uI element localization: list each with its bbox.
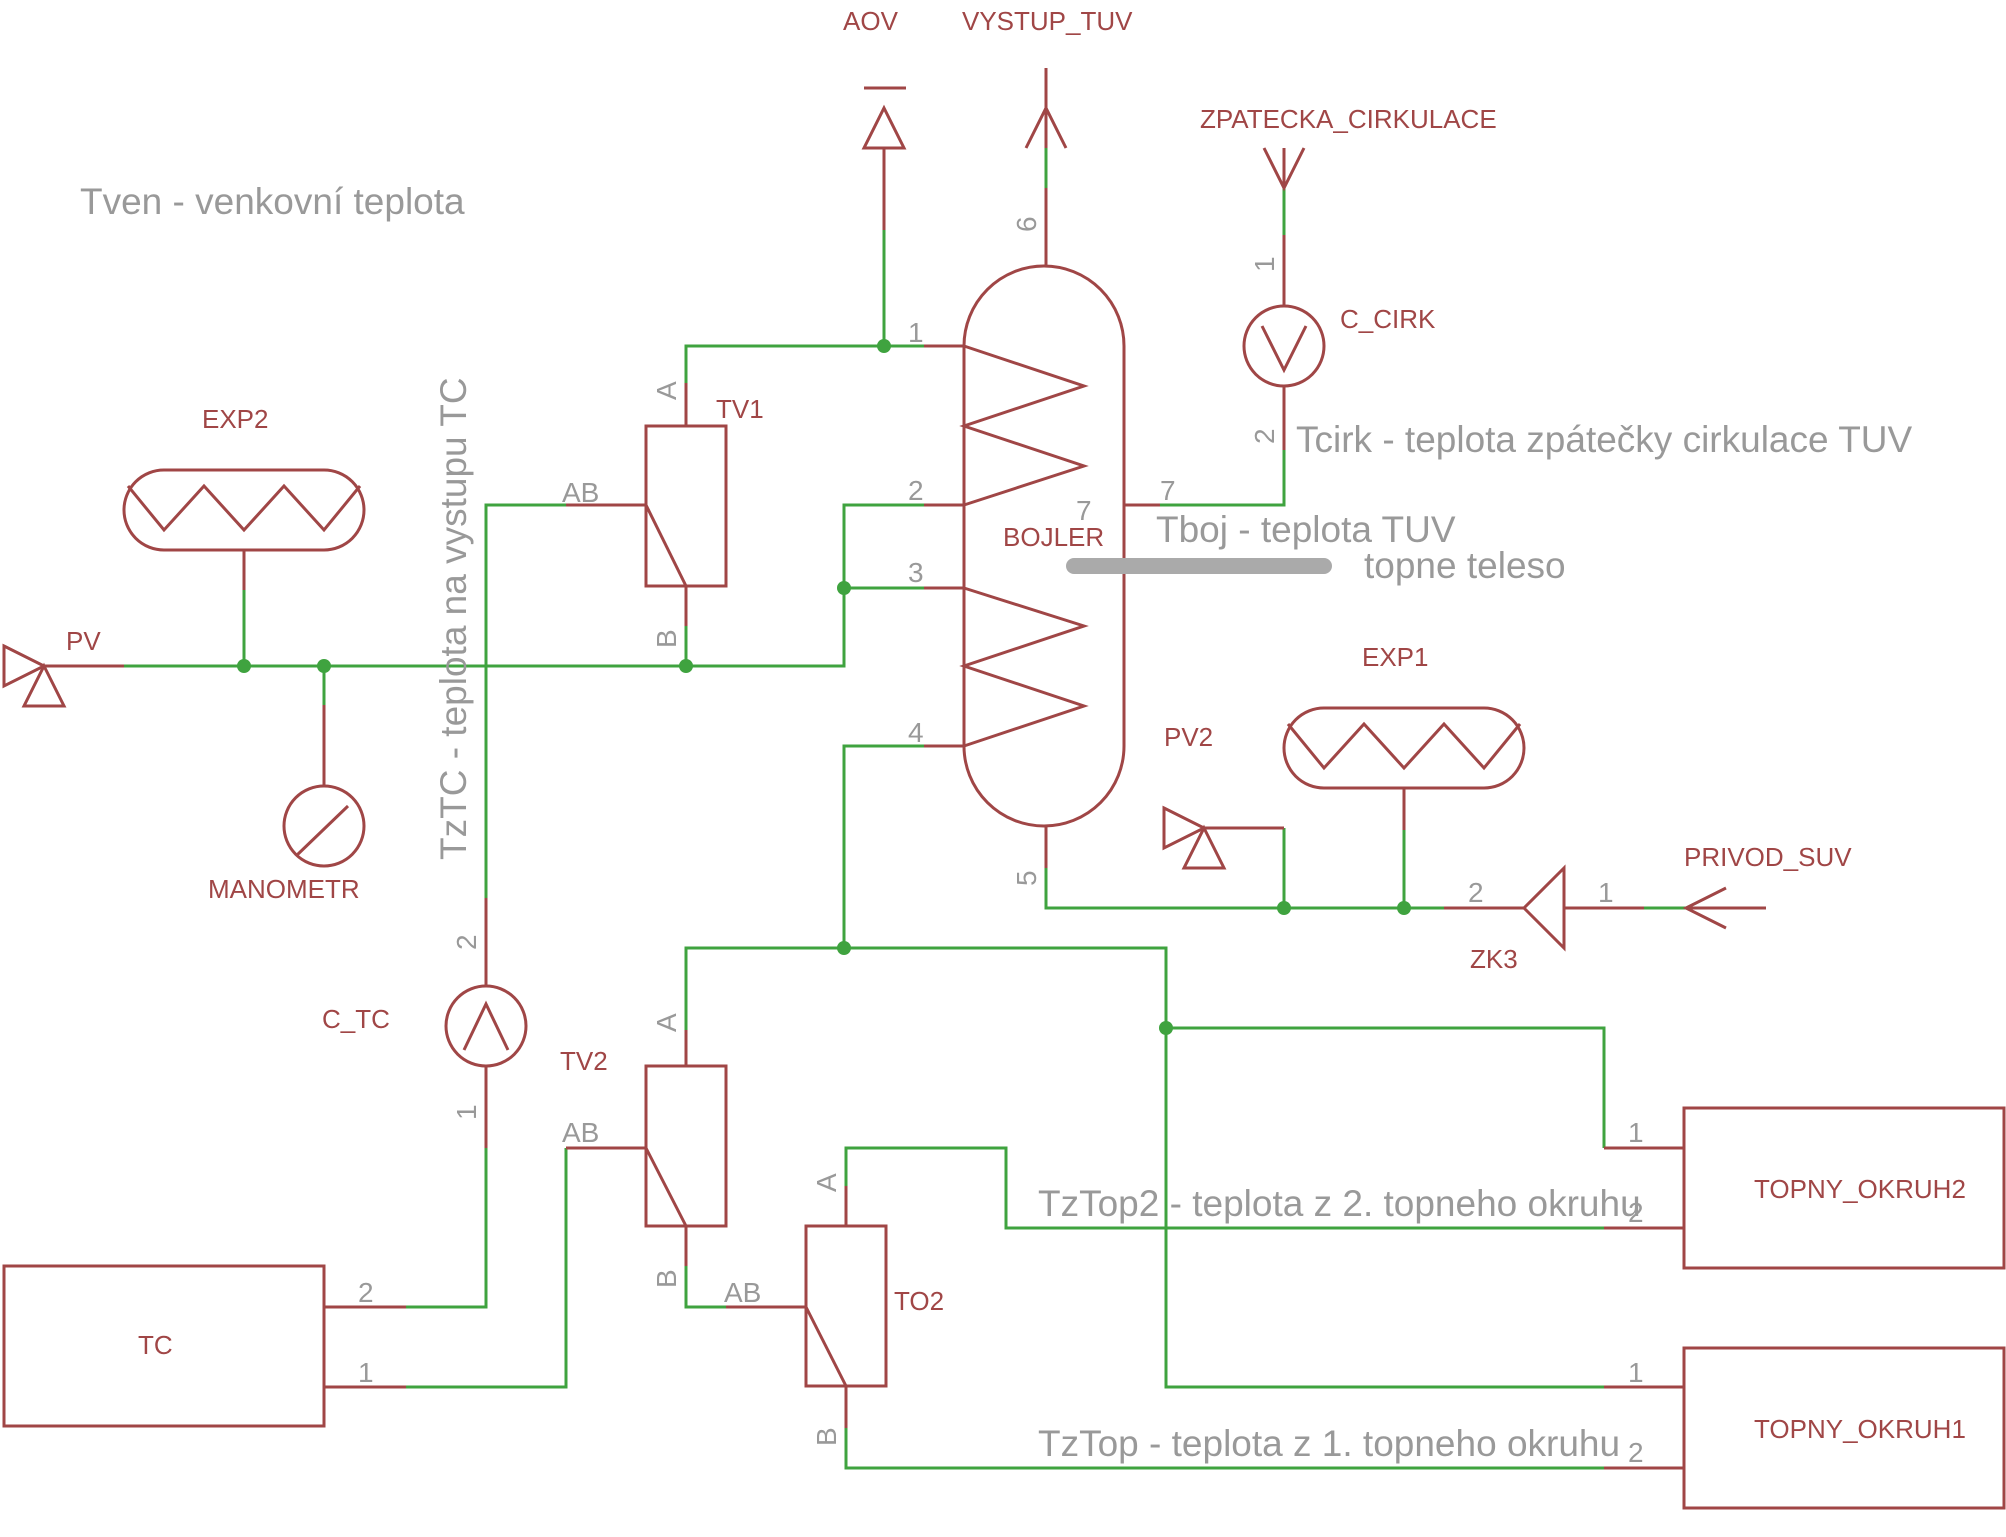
- tv1-symbol: [566, 383, 728, 626]
- note-tztop: TzTop - teplota z 1. topneho okruhu: [1038, 1423, 1620, 1464]
- tc-label: TC: [138, 1330, 173, 1360]
- pin-label: 7: [1076, 495, 1092, 526]
- privod-suv-label: PRIVOD_SUV: [1684, 842, 1852, 872]
- note-topne-teleso: topne teleso: [1364, 545, 1566, 586]
- junction-dots: [237, 339, 1411, 1035]
- topny-okruh2-symbol: [1604, 1106, 2006, 1270]
- pin-label: B: [811, 1427, 842, 1446]
- pin-label: 7: [1160, 475, 1176, 506]
- pin-label: 1: [908, 317, 924, 348]
- pin-label: A: [651, 381, 682, 400]
- topny-okruh1-label: TOPNY_OKRUH1: [1754, 1414, 1966, 1444]
- pin-label: 2: [358, 1277, 374, 1308]
- note-tztop2: TzTop2 - teplota z 2. topneho okruhu: [1038, 1183, 1641, 1224]
- pin-label: 2: [1249, 428, 1280, 444]
- aov-symbol: [861, 86, 907, 230]
- pv-symbol: [2, 643, 124, 708]
- exp1-symbol: [1282, 706, 1526, 830]
- pin-label: AB: [562, 477, 599, 508]
- exp2-label: EXP2: [202, 404, 269, 434]
- pin-label: 4: [908, 717, 924, 748]
- pin-label: B: [651, 629, 682, 648]
- manometr-symbol: [282, 705, 366, 868]
- note-tven: Tven - venkovní teplota: [80, 181, 465, 222]
- to2-symbol: [726, 1186, 888, 1428]
- pin-label: 1: [451, 1104, 482, 1120]
- pin-label: 3: [908, 557, 924, 588]
- topny-okruh2-label: TOPNY_OKRUH2: [1754, 1174, 1966, 1204]
- privod-suv-symbol: [1682, 886, 1766, 930]
- exp1-label: EXP1: [1362, 642, 1429, 672]
- manometr-label: MANOMETR: [208, 874, 360, 904]
- pin-label: 1: [1249, 256, 1280, 272]
- pin-label: 5: [1011, 870, 1042, 886]
- tv2-symbol: [566, 1030, 728, 1266]
- to2-label: TO2: [894, 1286, 944, 1316]
- zk3-symbol: [1444, 864, 1644, 952]
- pin-label: A: [811, 1173, 842, 1192]
- pin-label: 1: [1628, 1357, 1644, 1388]
- pv-label: PV: [66, 626, 101, 656]
- pin-label: AB: [562, 1117, 599, 1148]
- pin-label: 1: [1628, 1117, 1644, 1148]
- bojler-label: BOJLER: [1003, 522, 1104, 552]
- pin-label: 1: [358, 1357, 374, 1388]
- vystup-tuv-symbol: [1024, 68, 1068, 149]
- pin-label: 2: [1628, 1437, 1644, 1468]
- pin-label: 2: [1628, 1197, 1644, 1228]
- pin-label: 2: [1468, 877, 1484, 908]
- pv2-label: PV2: [1164, 722, 1213, 752]
- exp2-symbol: [122, 468, 366, 590]
- vystup-tuv-label: VYSTUP_TUV: [962, 6, 1133, 36]
- pin-label: 2: [451, 934, 482, 950]
- pin-label: 2: [908, 475, 924, 506]
- note-tztc: TzTC - teplota na vystupu TC: [433, 377, 474, 860]
- aov-label: AOV: [843, 6, 899, 36]
- tv2-label: TV2: [560, 1046, 608, 1076]
- c-tc-label: C_TC: [322, 1004, 390, 1034]
- pin-label: 1: [1598, 877, 1614, 908]
- pin-label: A: [651, 1013, 682, 1032]
- zpatecka-symbol: [1262, 147, 1306, 192]
- pin-label: B: [651, 1269, 682, 1288]
- topny-okruh1-symbol: [1604, 1346, 2006, 1510]
- tc-symbol: [2, 1264, 406, 1428]
- pv2-symbol: [1162, 805, 1284, 870]
- zpatecka-cirkulace-label: ZPATECKA_CIRKULACE: [1200, 104, 1497, 134]
- note-tcirk: Tcirk - teplota zpátečky cirkulace TUV: [1296, 419, 1913, 460]
- pin-label: AB: [724, 1277, 761, 1308]
- c-cirk-pump-symbol: [1242, 235, 1326, 450]
- zk3-label: ZK3: [1470, 944, 1518, 974]
- bojler-symbol: [924, 188, 1332, 868]
- tv1-label: TV1: [716, 394, 764, 424]
- c-tc-pump-symbol: [444, 898, 528, 1148]
- note-tboj: Tboj - teplota TUV: [1156, 509, 1456, 550]
- pin-label: 6: [1011, 216, 1042, 232]
- c-cirk-label: C_CIRK: [1340, 304, 1436, 334]
